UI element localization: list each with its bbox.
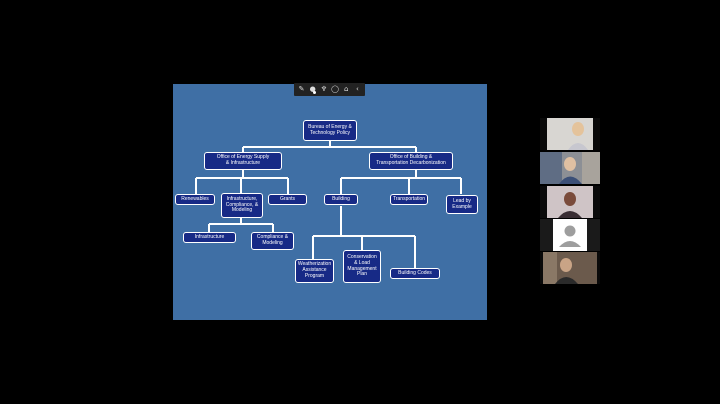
org-node-weatherization: Weatherization Assistance Program	[295, 259, 334, 283]
org-node-grants: Grants	[268, 194, 307, 205]
org-node-building: Building	[324, 194, 358, 205]
org-node-infrastructure-compliance-modeling: Infrastructure, Compliance, & Modeling	[221, 193, 263, 218]
eraser-icon[interactable]: ◯	[331, 85, 339, 93]
participant-video	[540, 219, 600, 251]
participant-video	[540, 152, 600, 184]
avatar-icon	[559, 225, 581, 247]
participant-tile[interactable]	[540, 118, 600, 150]
org-node-compliance-modeling: Compliance & Modeling	[251, 232, 294, 250]
org-chart-connectors	[195, 141, 462, 268]
org-node-bureau: Bureau of Energy & Technology Policy	[303, 120, 357, 141]
org-node-transportation: Transportation	[390, 194, 428, 205]
pen-icon[interactable]: ✎	[298, 85, 305, 93]
org-node-conservation-load-management: Conservation & Load Management Plan	[343, 250, 381, 283]
participant-tile[interactable]	[540, 186, 600, 218]
participant-video	[540, 252, 600, 284]
participant-video	[540, 118, 600, 150]
org-node-office-building-transportation: Office of Building & Transportation Deca…	[369, 152, 453, 170]
org-node-renewables: Renewables	[175, 194, 215, 205]
chevron-left-icon[interactable]: ‹	[355, 85, 359, 93]
org-node-lead-by-example: Lead by Example	[446, 195, 478, 214]
stamp-icon[interactable]: ⌂	[343, 85, 349, 93]
org-node-building-codes: Building Codes	[390, 268, 440, 279]
org-node-infrastructure: Infrastructure	[183, 232, 236, 243]
org-node-office-energy-supply: Office of Energy Supply & Infrastructure	[204, 152, 282, 170]
participant-tile[interactable]	[540, 219, 600, 251]
participant-tile[interactable]	[540, 152, 600, 184]
pointer-icon[interactable]: ●	[309, 85, 316, 93]
presentation-slide: Bureau of Energy & Technology Policy Off…	[173, 84, 487, 320]
annotation-toolbar: ✎ ● ♆ ◯ ⌂ ‹	[294, 83, 365, 96]
marker-icon[interactable]: ♆	[320, 85, 328, 93]
participant-tile[interactable]	[540, 252, 600, 284]
mouse-cursor	[313, 91, 316, 94]
participant-video	[540, 186, 600, 218]
